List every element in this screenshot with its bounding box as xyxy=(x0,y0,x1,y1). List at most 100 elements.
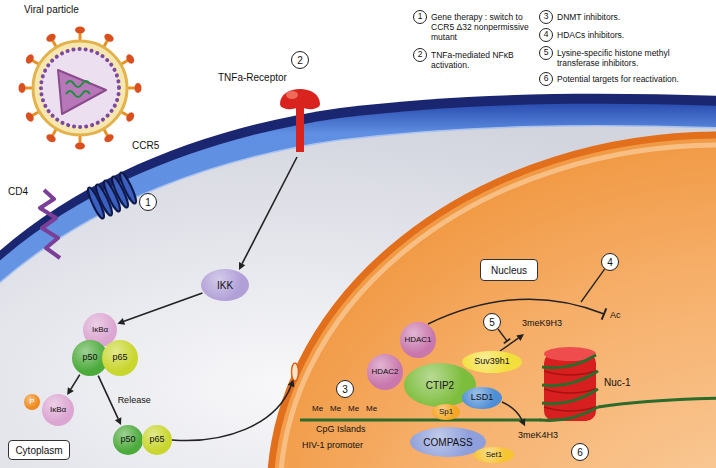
node-text: 5 xyxy=(489,317,495,328)
node-text: 3 xyxy=(544,12,549,21)
node-text: p65 xyxy=(149,435,164,445)
histone-mark: 3meK9H3 xyxy=(522,318,562,329)
nucleus-envelope xyxy=(270,135,716,468)
protein-oval: Set1 xyxy=(474,447,514,463)
nucleus-inner-rim xyxy=(280,145,716,468)
part-label: CCR5 xyxy=(132,140,159,152)
node-text: Suv39h1 xyxy=(474,357,510,367)
node-text: 2 xyxy=(418,50,423,59)
legend-number: 5 xyxy=(539,46,553,60)
legend-number: 3 xyxy=(539,10,553,24)
dna-promoter xyxy=(300,419,541,422)
nucleosome-drawing xyxy=(540,345,600,425)
phosphate-dot: P xyxy=(24,394,40,410)
part-label: HIV-1 promoter xyxy=(302,440,363,451)
legend-number: 4 xyxy=(539,28,553,42)
arrow-line xyxy=(98,376,118,419)
protein-circle: p65 xyxy=(102,340,138,376)
edge-label: Release xyxy=(118,395,151,406)
nucleosome: Nuc-1 xyxy=(540,345,600,425)
part-label: CpG Islands xyxy=(316,424,366,435)
node-text: IKK xyxy=(217,280,233,291)
node-text: p65 xyxy=(112,353,127,363)
methylation-arrow xyxy=(498,329,524,351)
node-text: CTIP2 xyxy=(426,380,454,391)
lsd1-arrow xyxy=(502,402,525,426)
callout-number: 3 xyxy=(336,380,354,398)
node-text: Nucleus xyxy=(491,265,527,276)
tnf-receptor xyxy=(280,89,320,152)
histone-mark: 3meK4H3 xyxy=(518,430,558,441)
legend-text: Gene therapy : switch to CCR5 Δ32 nonper… xyxy=(431,12,543,42)
protein-circle: HDAC2 xyxy=(367,354,403,390)
legend-number: 6 xyxy=(539,72,553,86)
methyl-mark: Me xyxy=(348,404,359,413)
protein-circle: p50 xyxy=(113,425,143,455)
dna-strand xyxy=(598,398,716,407)
callout-number: 2 xyxy=(291,51,309,69)
methyl-mark: Me xyxy=(366,404,377,413)
arrow-line xyxy=(71,375,80,390)
nuclear-pore xyxy=(292,363,299,381)
node-text: HDAC1 xyxy=(404,336,431,345)
node-text: Cytoplasm xyxy=(15,445,62,456)
node-text: LSD1 xyxy=(471,393,494,403)
node-text: 5 xyxy=(544,48,549,57)
legend-text: DNMT inhibitors. xyxy=(557,12,712,22)
node-text: IκBα xyxy=(50,406,66,415)
node-text: 2 xyxy=(297,55,303,66)
callout-number: 4 xyxy=(601,253,619,271)
signal-arrow xyxy=(117,293,202,325)
protein-circle: HDAC1 xyxy=(400,322,436,358)
cd4-receptor xyxy=(40,190,60,258)
callout-number: 1 xyxy=(139,193,157,211)
node-text: IκBα xyxy=(92,326,108,335)
node-text: p50 xyxy=(82,353,97,363)
node-text: 3 xyxy=(342,384,348,395)
legend-number: 1 xyxy=(413,10,427,24)
arrow-head xyxy=(67,387,74,395)
kinase-oval: IKK xyxy=(201,269,249,301)
protein-oval: Sp1 xyxy=(432,404,460,420)
node-text: 1 xyxy=(418,12,423,21)
methyl-mark: Me xyxy=(330,404,341,413)
ccr5-helices xyxy=(86,171,139,220)
node-text: Nuc-1 xyxy=(604,377,631,388)
node-text: 4 xyxy=(607,257,613,268)
node-text: p50 xyxy=(120,435,135,445)
histone-mark: Ac xyxy=(610,310,621,321)
node-text: COMPASS xyxy=(423,437,472,448)
viral-particle xyxy=(19,27,142,150)
arrow-line xyxy=(124,293,202,321)
part-label: Viral particle xyxy=(24,4,79,16)
part-label: CD4 xyxy=(8,186,28,198)
import-arrow xyxy=(172,380,294,441)
signal-arrow xyxy=(67,375,80,395)
callout-number: 5 xyxy=(483,313,501,331)
protein-circle: p65 xyxy=(142,425,172,455)
region-label-box: Cytoplasm xyxy=(8,440,70,460)
node-text: Sp1 xyxy=(439,408,453,417)
protein-oval: LSD1 xyxy=(462,387,502,409)
part-label: TNFa-Receptor xyxy=(218,72,287,84)
node-text: 4 xyxy=(544,30,549,39)
region-label-box: Nucleus xyxy=(480,259,538,281)
legend-text: Potential targets for reactivation. xyxy=(557,74,712,84)
arrow-head xyxy=(115,417,121,425)
node-text: Set1 xyxy=(486,451,502,460)
callout-number: 6 xyxy=(571,443,589,461)
node-text: 6 xyxy=(577,447,583,458)
legend-number: 2 xyxy=(413,48,427,62)
protein-oval: Suv39h1 xyxy=(462,351,522,373)
receptor-arrow xyxy=(239,157,297,270)
node-text: HDAC2 xyxy=(371,368,398,377)
node-text: 6 xyxy=(544,74,549,83)
legend-text: HDACs inhibitors. xyxy=(557,30,712,40)
protein-circle: IκBα xyxy=(42,394,74,426)
methyl-mark: Me xyxy=(312,404,323,413)
arrow-head xyxy=(117,318,125,325)
legend-text: TNFa-mediated NFκB activation. xyxy=(431,50,543,70)
